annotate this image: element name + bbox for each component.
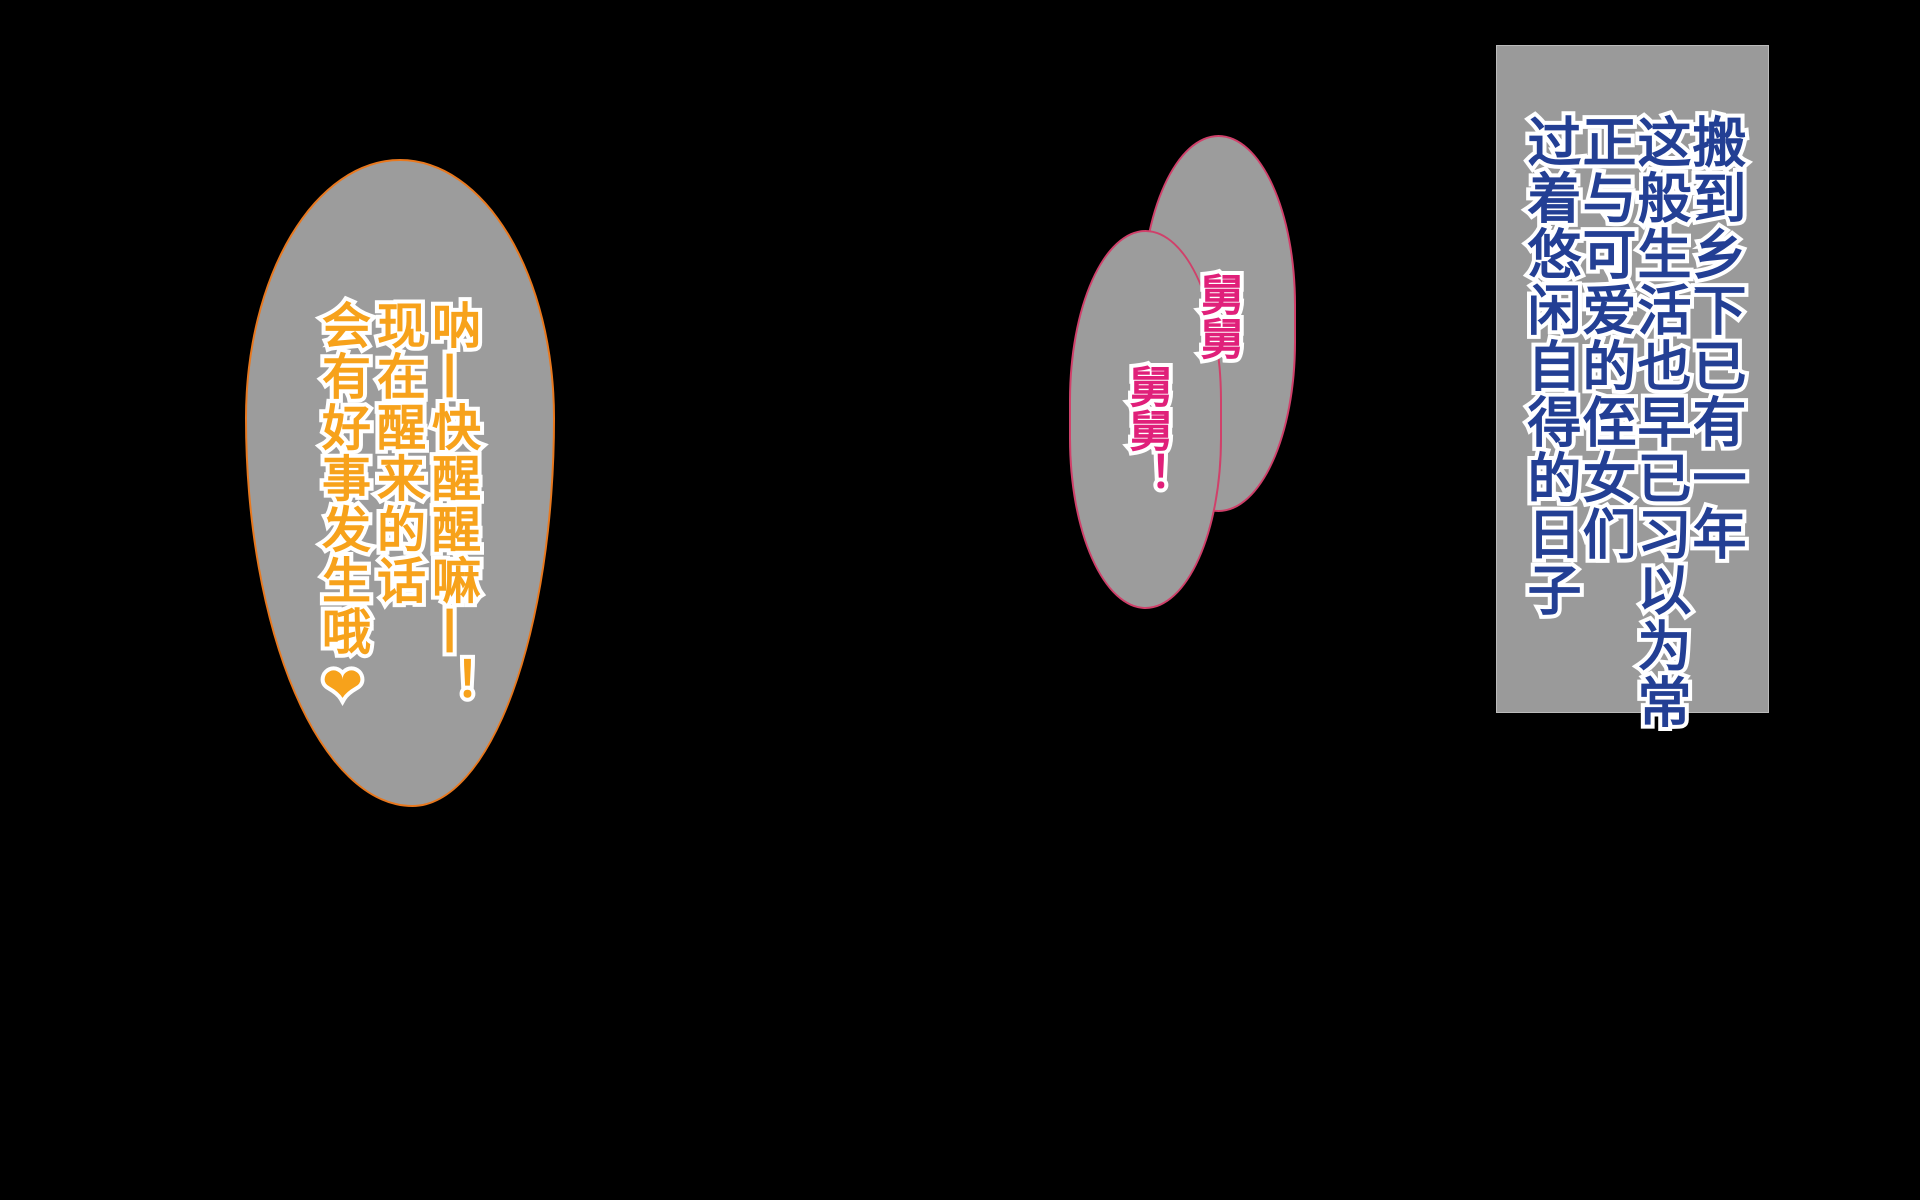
orange-speech-bubble bbox=[245, 159, 555, 807]
narration-line-3: 正与可爱的侄女们 bbox=[1569, 110, 1640, 566]
narration-line-2: 这般生活也早已习以为常 bbox=[1624, 110, 1695, 734]
narration-line-4: 过着悠闲自得的日子 bbox=[1514, 110, 1585, 622]
orange-bubble-line-3: 会有好事发生哦❤ bbox=[310, 296, 375, 720]
pink-speech-bubble-front bbox=[1069, 230, 1222, 609]
narration-box bbox=[1496, 45, 1769, 713]
narration-line-1: 搬到乡下已有一年 bbox=[1679, 110, 1750, 566]
orange-bubble-line-1: 呐—快醒醒嘛—！ bbox=[420, 296, 485, 712]
pink-bubble-line-2: 舅舅！ bbox=[1117, 360, 1176, 500]
pink-bubble-line-1: 舅舅 bbox=[1188, 268, 1247, 364]
orange-bubble-line-2: 现在醒来的话 bbox=[365, 296, 430, 610]
